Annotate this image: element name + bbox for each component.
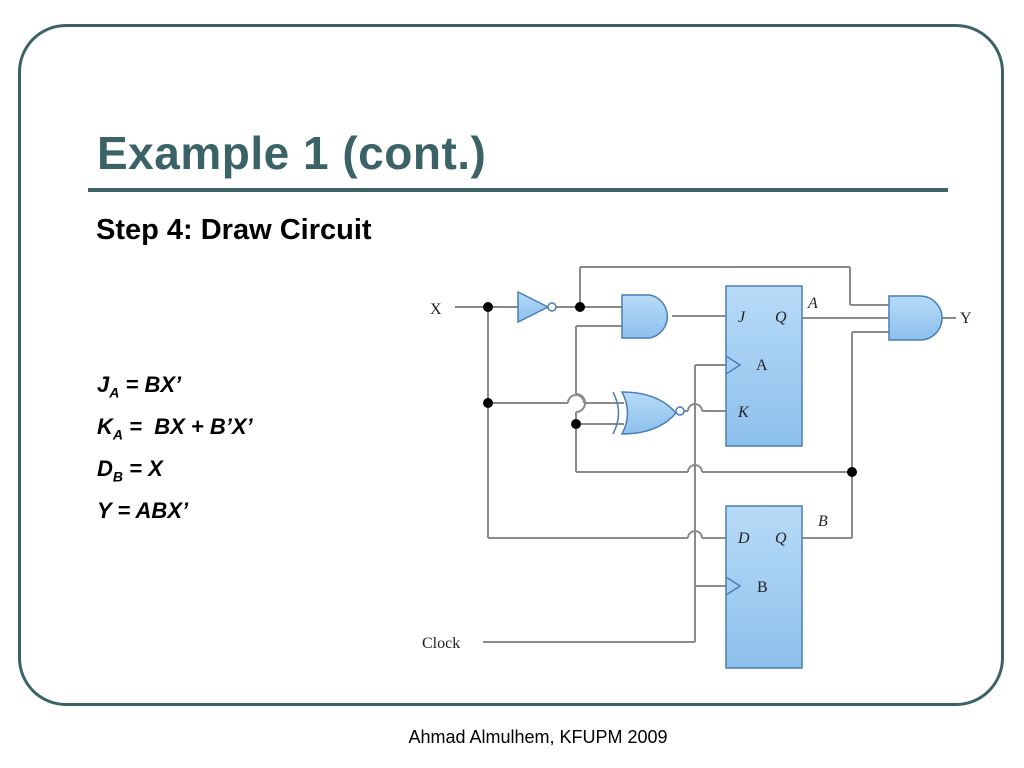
equation-ja: JA = BX’ <box>97 372 181 400</box>
equation-sub: A <box>112 426 124 443</box>
ff-b-q-label: Q <box>775 530 787 547</box>
ff-a-j-label: J <box>738 309 746 326</box>
junction-dot <box>483 398 493 408</box>
slide-footer: Ahmad Almulhem, KFUPM 2009 <box>408 727 668 747</box>
step-heading: Step 4: Draw Circuit <box>96 214 372 246</box>
junctions <box>483 302 857 477</box>
ff-a-k-label: K <box>737 404 750 421</box>
equation-var: D <box>97 456 113 481</box>
junction-dot <box>571 419 581 429</box>
equation-var: Y <box>97 498 112 523</box>
slide-title: Example 1 (cont.) <box>97 127 487 179</box>
equation-y: Y = ABX’ <box>97 498 188 524</box>
and-gate-ja <box>621 294 669 339</box>
junction-dot <box>483 302 493 312</box>
junction-dot <box>847 467 857 477</box>
equation-rhs: = X <box>123 456 163 481</box>
equation-sub: B <box>112 468 124 485</box>
clock-triangle-icon <box>725 576 742 596</box>
flip-flop-b <box>725 505 803 669</box>
equation-var: J <box>97 372 110 397</box>
equation-sub: A <box>109 384 120 401</box>
junction-dot <box>575 302 585 312</box>
ff-a-q-label: Q <box>775 309 787 326</box>
clock-triangle-icon <box>725 355 742 375</box>
xnor-gate <box>612 391 685 435</box>
ff-b-out-label: B <box>818 513 828 530</box>
ff-b-d-label: D <box>737 530 750 547</box>
and-gate-y <box>888 295 943 341</box>
equation-db: DB = X <box>97 456 163 484</box>
ff-b-name-label: B <box>757 579 768 596</box>
wire-crossover <box>575 393 586 413</box>
wires <box>455 266 956 643</box>
not-gate <box>517 290 557 324</box>
equation-var: K <box>97 414 113 439</box>
equation-rhs: = BX’ <box>119 372 182 397</box>
slide-frame <box>18 24 1004 706</box>
ff-a-name-label: A <box>756 357 768 374</box>
equation-rhs: = ABX’ <box>111 498 189 523</box>
equation-rhs: = BX + B’X’ <box>123 414 253 439</box>
wire-crossover <box>567 394 585 404</box>
ff-a-out-label: A <box>807 295 818 312</box>
title-underline <box>88 188 948 192</box>
equation-ka: KA = BX + B’X’ <box>97 414 253 442</box>
label-y-output: Y <box>960 310 972 327</box>
flip-flop-a <box>725 285 803 447</box>
label-x-input: X <box>430 301 442 318</box>
label-clock: Clock <box>422 635 460 652</box>
